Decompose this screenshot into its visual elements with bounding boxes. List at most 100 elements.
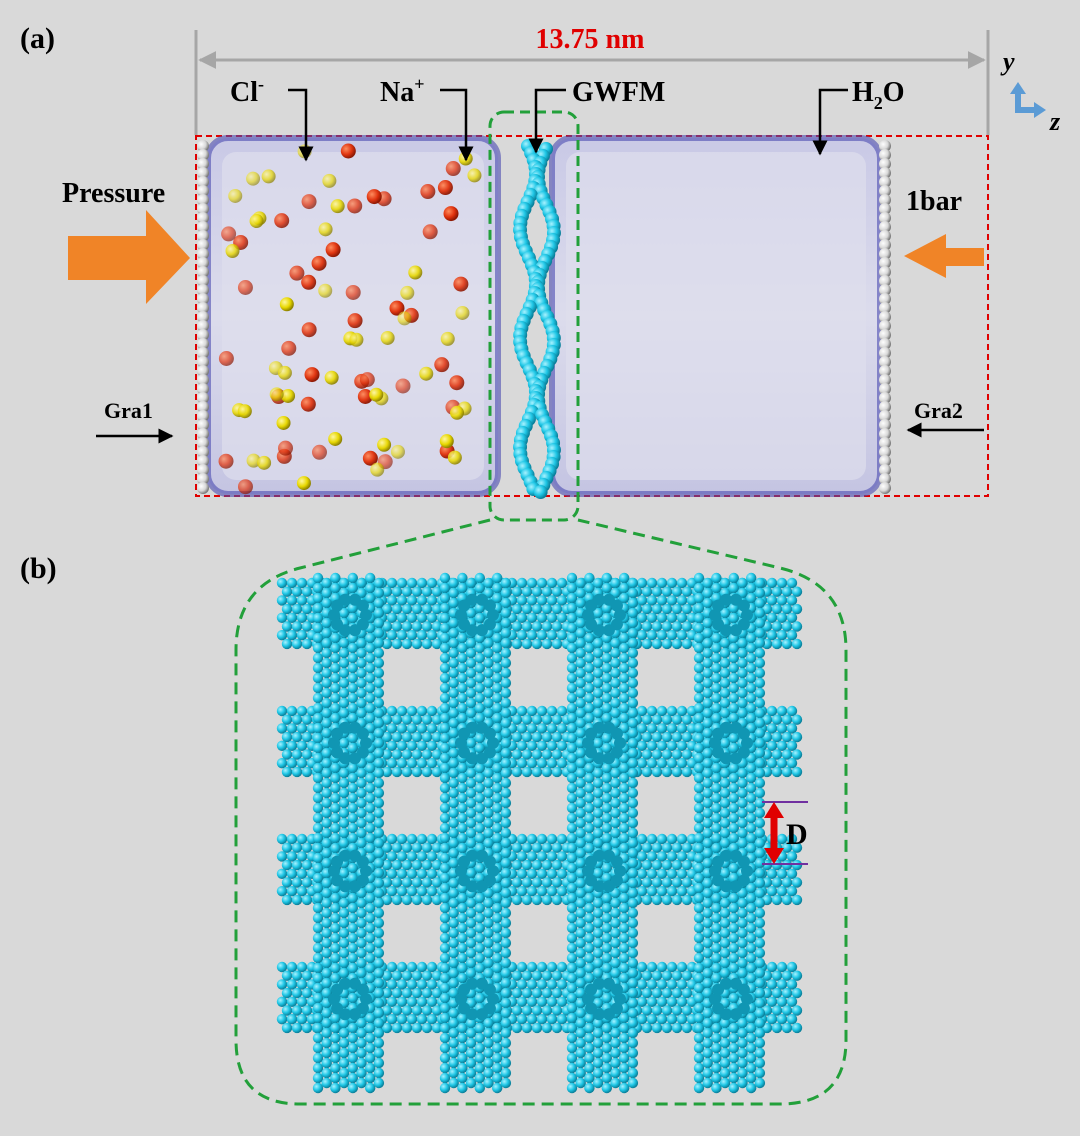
membrane-atom bbox=[676, 740, 688, 751]
membrane-atom bbox=[312, 892, 324, 904]
membrane-atom bbox=[448, 1037, 459, 1049]
membrane-atom bbox=[286, 740, 298, 751]
membrane-atom bbox=[347, 612, 358, 624]
membrane-atom bbox=[356, 767, 367, 779]
membrane-atom bbox=[711, 1042, 722, 1054]
membrane-atom bbox=[627, 797, 639, 809]
membrane-atom bbox=[636, 595, 648, 606]
membrane-atom bbox=[521, 766, 533, 778]
membrane-atom bbox=[365, 1072, 376, 1084]
membrane-atom bbox=[754, 807, 766, 819]
membrane-atom bbox=[610, 1047, 621, 1059]
membrane-atom bbox=[365, 1042, 376, 1054]
membrane-atom bbox=[646, 630, 658, 641]
membrane-atom bbox=[646, 612, 658, 623]
membrane-node-atom bbox=[339, 977, 352, 990]
membrane-atom bbox=[365, 632, 376, 644]
membrane-atom bbox=[728, 802, 739, 814]
membrane-atom bbox=[754, 897, 766, 909]
graphene-atom bbox=[879, 275, 891, 287]
membrane-atom bbox=[330, 1042, 341, 1054]
membrane-atom bbox=[575, 847, 586, 859]
chloride-ion bbox=[218, 453, 234, 469]
membrane-node-atom bbox=[614, 993, 626, 1005]
pressure-arrow-right bbox=[904, 234, 984, 278]
membrane-atom bbox=[296, 833, 308, 845]
membrane-atom bbox=[431, 638, 443, 650]
chloride-ion bbox=[437, 180, 453, 196]
membrane-atom bbox=[312, 832, 324, 844]
membrane-atom bbox=[500, 887, 512, 899]
membrane-atom bbox=[666, 612, 678, 623]
membrane-atom bbox=[321, 747, 332, 759]
membrane-atom bbox=[619, 642, 630, 654]
membrane-atom bbox=[627, 787, 639, 799]
membrane-atom bbox=[386, 577, 398, 589]
membrane-atom bbox=[711, 762, 722, 774]
membrane-atom bbox=[373, 857, 385, 869]
membrane-atom bbox=[474, 712, 485, 724]
membrane-node-atom bbox=[737, 599, 750, 612]
membrane-atom bbox=[365, 962, 376, 974]
membrane-atom bbox=[391, 842, 403, 853]
membrane-atom bbox=[541, 877, 553, 888]
membrane-atom bbox=[356, 1077, 367, 1089]
membrane-atom bbox=[656, 577, 668, 589]
membrane-atom bbox=[566, 822, 578, 834]
membrane-atom bbox=[396, 996, 408, 1007]
membrane-atom bbox=[536, 705, 548, 717]
membrane-atom bbox=[483, 957, 494, 969]
membrane-atom bbox=[330, 1032, 341, 1044]
membrane-atom bbox=[575, 777, 586, 789]
membrane-atom bbox=[448, 927, 459, 939]
membrane-node-atom bbox=[737, 983, 750, 996]
membrane-atom bbox=[416, 851, 428, 862]
membrane-atom bbox=[431, 714, 443, 725]
membrane-atom bbox=[356, 647, 367, 659]
membrane-atom bbox=[771, 621, 783, 632]
membrane-atom bbox=[381, 586, 393, 597]
membrane-atom bbox=[666, 595, 678, 606]
graphene-atom bbox=[197, 347, 209, 359]
graphene-atom bbox=[879, 437, 891, 449]
membrane-atom bbox=[281, 1005, 293, 1016]
membrane-atom bbox=[338, 897, 350, 909]
membrane-atom bbox=[406, 723, 418, 734]
membrane-atom bbox=[483, 767, 494, 779]
membrane-atom bbox=[781, 1022, 793, 1034]
membrane-atom bbox=[312, 652, 324, 664]
sodium-ion bbox=[455, 305, 470, 320]
membrane-atom bbox=[746, 632, 757, 644]
membrane-atom bbox=[411, 603, 423, 615]
membrane-node-atom bbox=[709, 993, 721, 1005]
membrane-atom bbox=[584, 922, 595, 934]
membrane-atom bbox=[719, 1017, 731, 1029]
membrane-atom bbox=[636, 612, 648, 623]
membrane-atom bbox=[627, 1047, 639, 1059]
membrane-atom bbox=[627, 817, 639, 829]
membrane-atom bbox=[711, 952, 722, 964]
chloride-ion bbox=[434, 357, 450, 373]
chloride-ion bbox=[420, 184, 436, 200]
membrane-atom bbox=[312, 742, 324, 754]
membrane-atom bbox=[521, 894, 533, 906]
membrane-atom bbox=[457, 822, 468, 834]
membrane-atom bbox=[526, 996, 538, 1007]
membrane-atom bbox=[541, 731, 553, 743]
membrane-atom bbox=[566, 642, 578, 654]
membrane-atom bbox=[286, 577, 298, 589]
membrane-atom bbox=[465, 937, 477, 949]
membrane-atom bbox=[546, 577, 558, 589]
membrane-atom bbox=[671, 894, 683, 906]
membrane-atom bbox=[627, 837, 639, 849]
membrane-atom bbox=[439, 792, 451, 804]
membrane-node-atom bbox=[593, 977, 606, 990]
membrane-atom bbox=[541, 859, 553, 871]
membrane-atom bbox=[746, 652, 757, 664]
membrane-atom bbox=[546, 868, 558, 879]
membrane-atom bbox=[754, 767, 766, 779]
membrane-atom bbox=[566, 902, 578, 914]
membrane-atom bbox=[373, 1027, 385, 1039]
chloride-ion bbox=[301, 322, 317, 338]
membrane-atom bbox=[693, 602, 705, 614]
